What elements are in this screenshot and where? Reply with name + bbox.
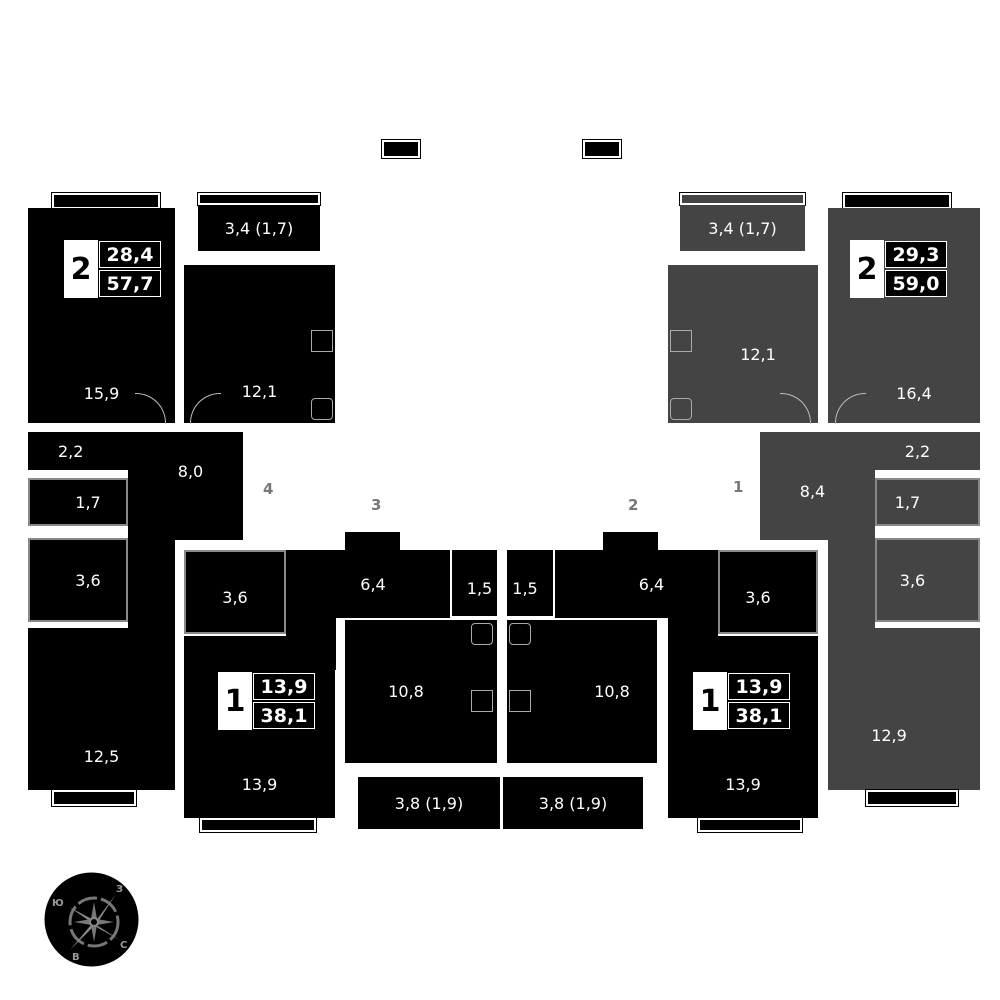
room-balcony[interactable]: 3,8 (1,9): [358, 777, 500, 829]
compass: З Ю С В: [44, 872, 139, 967]
section-number: 2: [628, 496, 639, 514]
window: [51, 789, 137, 807]
section-number: 3: [371, 496, 382, 514]
area-label: 16,4: [896, 384, 932, 403]
area-label: 1,7: [894, 492, 921, 512]
room-balcony[interactable]: 3,4 (1,7): [680, 205, 805, 251]
area-label: 12,1: [241, 382, 278, 401]
window: [865, 789, 959, 807]
area-label: 12,5: [83, 747, 120, 766]
room-count: 1: [218, 672, 252, 730]
room-hall[interactable]: 6,4: [555, 550, 718, 618]
area-label: 15,9: [83, 384, 120, 403]
stove-icon: [471, 690, 493, 712]
living-area: 29,3: [885, 241, 947, 268]
area-label: 6,4: [360, 574, 386, 594]
area-label: 1,5: [512, 578, 538, 598]
room-count: 2: [850, 240, 884, 298]
area-label: 6,4: [638, 574, 665, 594]
room-kitchen[interactable]: 12,1: [184, 265, 335, 423]
window: [697, 817, 803, 833]
compass-label-w: Ю: [52, 898, 64, 909]
area-label: 12,1: [740, 344, 776, 364]
window: [51, 192, 161, 210]
area-label: 3,6: [75, 570, 101, 590]
area-label: 2,2: [58, 441, 84, 461]
stove-icon: [670, 330, 692, 352]
window: [199, 817, 317, 833]
room-bath[interactable]: 3,6: [28, 538, 128, 622]
compass-rose-icon: [44, 872, 139, 967]
room-bedroom[interactable]: 12,9: [828, 628, 980, 790]
room-balcony[interactable]: 3,8 (1,9): [503, 777, 643, 829]
area-label: 8,4: [799, 481, 826, 501]
compass-label-s: С: [120, 940, 128, 951]
window: [842, 192, 952, 210]
area-label: 1,5: [466, 578, 493, 598]
sink-icon: [670, 398, 692, 420]
room-bath[interactable]: 3,6: [718, 550, 818, 634]
room-kitchen[interactable]: 10,8: [507, 620, 657, 763]
area-label: 3,8 (1,9): [538, 793, 608, 813]
room-closet[interactable]: 2,2: [28, 432, 128, 470]
total-area: 57,7: [99, 270, 161, 297]
sink-icon: [311, 398, 333, 420]
living-area: 13,9: [728, 673, 790, 700]
compass-label-n: З: [116, 884, 124, 895]
room-balcony[interactable]: 3,4 (1,7): [198, 205, 320, 251]
sink-icon: [471, 623, 493, 645]
area-label: 3,6: [899, 570, 926, 590]
room-hall[interactable]: 6,4: [286, 550, 450, 618]
balcony-window: [679, 192, 806, 206]
vent-shaft: [345, 532, 400, 552]
area-label: 2,2: [904, 441, 931, 461]
living-area: 28,4: [99, 241, 161, 268]
room-hall[interactable]: 8,0: [128, 432, 243, 540]
vent-shaft: [603, 532, 658, 552]
room-wc[interactable]: 1,7: [28, 478, 128, 526]
room-count: 1: [693, 672, 727, 730]
window-marker: [582, 139, 622, 159]
stove-icon: [311, 330, 333, 352]
area-label: 1,7: [75, 492, 101, 512]
stove-icon: [509, 690, 531, 712]
room-bedroom[interactable]: 12,5: [28, 628, 175, 790]
area-label: 13,9: [241, 775, 278, 794]
room-closet[interactable]: 1,5: [507, 550, 553, 616]
window-marker: [381, 139, 421, 159]
room-wc[interactable]: 1,7: [875, 478, 980, 526]
area-label: 3,6: [745, 587, 771, 607]
living-area: 13,9: [253, 673, 315, 700]
total-area: 59,0: [885, 270, 947, 297]
area-label: 3,6: [222, 587, 248, 607]
room-closet[interactable]: 1,5: [452, 550, 497, 616]
balcony-window: [197, 192, 321, 206]
room-closet[interactable]: 2,2: [875, 432, 980, 470]
room-hall[interactable]: 8,4: [760, 432, 875, 540]
total-area: 38,1: [728, 702, 790, 729]
compass-label-e: В: [72, 952, 80, 963]
area-label: 13,9: [725, 775, 761, 794]
area-label: 3,4 (1,7): [708, 218, 777, 238]
sink-icon: [509, 623, 531, 645]
area-label: 12,9: [871, 726, 907, 745]
section-number: 4: [263, 480, 274, 498]
area-label: 8,0: [177, 461, 204, 481]
total-area: 38,1: [253, 702, 315, 729]
area-label: 10,8: [388, 682, 424, 701]
area-label: 3,4 (1,7): [224, 218, 294, 238]
area-label: 3,8 (1,9): [394, 793, 464, 813]
room-bath[interactable]: 3,6: [875, 538, 980, 622]
room-count: 2: [64, 240, 98, 298]
section-number: 1: [733, 478, 744, 496]
area-label: 10,8: [594, 682, 630, 701]
room-bath[interactable]: 3,6: [184, 550, 286, 634]
